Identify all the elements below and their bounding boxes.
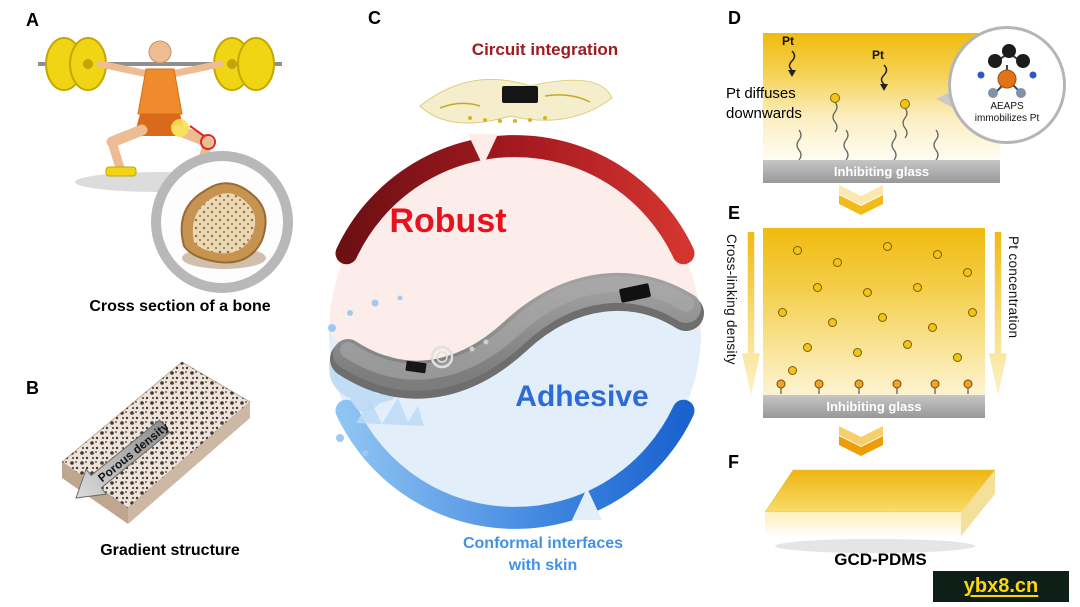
- pt-particle: [963, 268, 972, 277]
- pt-particle: [968, 308, 977, 317]
- pt-particle: [833, 258, 842, 267]
- pt-particle: [878, 313, 887, 322]
- glass-pin-molecules: [776, 379, 973, 394]
- panel-f-label: F: [728, 452, 739, 472]
- flexible-circuit-illustration: [419, 78, 613, 124]
- adhesive-half: [329, 291, 701, 518]
- chevron-down-1-icon: [839, 185, 883, 215]
- pt-gradient-box: [763, 228, 985, 395]
- inhibiting-glass-bar-d: Inhibiting glass: [763, 160, 1000, 183]
- chevron-down-2-icon: [839, 426, 883, 456]
- conformal-interfaces-label: Conformal interfaces with skin: [462, 535, 624, 574]
- aeaps-molecule-icon: [977, 44, 1037, 98]
- barbell-plates: [45, 37, 275, 91]
- aeaps-inset-label: AEAPS immobilizes Pt: [974, 101, 1040, 124]
- pt-particle: [813, 283, 822, 292]
- athlete-figure: [96, 40, 224, 177]
- pt-concentration-gradient-arrow-icon: [989, 232, 1007, 396]
- pt-diffusion-arrow-2: [880, 64, 888, 91]
- robust-arc: [335, 135, 695, 265]
- panel-b-caption: Gradient structure: [100, 542, 240, 559]
- pt-particle: [863, 288, 872, 297]
- weightlifter-illustration: [38, 37, 282, 192]
- pt-particle: [828, 318, 837, 327]
- pt-particle: [803, 343, 812, 352]
- pt-particle: [953, 353, 962, 362]
- grafted-chain: [891, 129, 897, 161]
- pt-particle: [933, 250, 942, 259]
- pt-concentration-axis-label: Pt concentration: [1006, 236, 1021, 339]
- aeaps-inset: AEAPS immobilizes Pt: [948, 26, 1066, 144]
- crosslink-gradient-arrow-icon: [742, 232, 760, 396]
- gradient-bone-slab-illustration: Porous density: [61, 361, 251, 524]
- panel-c-label: C: [368, 8, 381, 28]
- panel-a-caption: Cross section of a bone: [89, 298, 271, 315]
- pt-particle: [793, 246, 802, 255]
- grafted-chain: [933, 129, 939, 161]
- watermark: ybx8.cn: [933, 571, 1069, 602]
- panel-b-label: B: [26, 378, 39, 398]
- pt-label-2: Pt: [872, 48, 884, 62]
- panel-d-label: D: [728, 8, 741, 28]
- pt-particle: [778, 308, 787, 317]
- pt-particle: [928, 323, 937, 332]
- robust-label: Robust: [389, 202, 507, 240]
- pt-label-1: Pt: [782, 34, 794, 48]
- pt-particle: [853, 348, 862, 357]
- pt-particle: [903, 340, 912, 349]
- flexible-device-ribbon: [330, 272, 704, 399]
- pt-particle: [788, 366, 797, 375]
- bone-cross-section-inset: [151, 151, 293, 293]
- circuit-integration-label: Circuit integration: [471, 40, 619, 59]
- robust-adhesive-circle-illustration: [328, 78, 704, 529]
- grafted-chain: [796, 129, 802, 161]
- grafted-chain: [843, 129, 849, 161]
- gcd-pdms-slab-illustration: [764, 469, 996, 553]
- pt-diffuses-text: Pt diffuses downwards: [726, 85, 802, 122]
- pt-particle: [913, 283, 922, 292]
- aeaps-chain-with-pt: [830, 93, 840, 133]
- pt-particle: [883, 242, 892, 251]
- panel-a-label: A: [26, 10, 39, 30]
- adhesive-arc: [335, 399, 695, 529]
- pt-diffusion-arrow-1: [788, 50, 796, 77]
- crosslink-density-axis-label: Cross-linking density: [724, 234, 739, 365]
- aeaps-chain-with-pt: [900, 99, 910, 139]
- adhesive-label: Adhesive: [515, 380, 649, 413]
- panel-f-caption: GCD-PDMS: [834, 550, 927, 569]
- panel-e-label: E: [728, 203, 741, 223]
- inhibiting-glass-bar-e: Inhibiting glass: [763, 395, 985, 418]
